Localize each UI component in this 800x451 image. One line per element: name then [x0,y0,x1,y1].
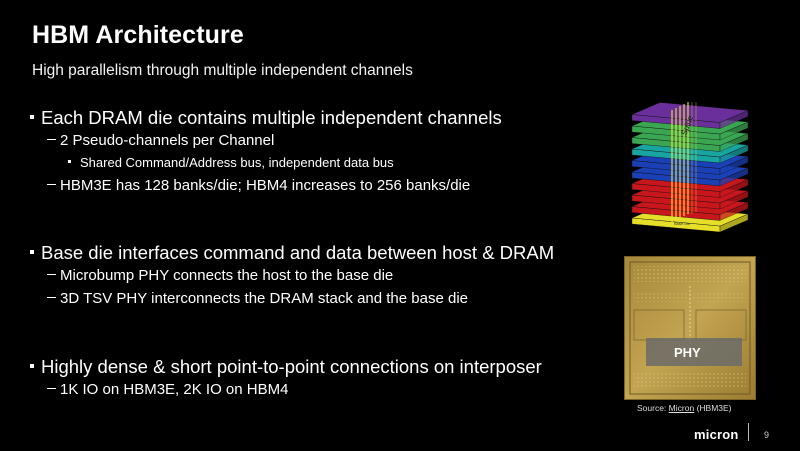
bullet-item: Highly dense & short point-to-point conn… [30,356,542,378]
sub-bullet-item: 1K IO on HBM3E, 2K IO on HBM4 [47,381,288,398]
hbm-stack-image: Spine Base Die [631,102,749,233]
sub-bullet-item: 3D TSV PHY interconnects the DRAM stack … [47,290,468,307]
micron-logo: micron [694,427,739,442]
sub-bullet-text: Microbump PHY connects the host to the b… [60,267,394,284]
page-number: 9 [764,430,770,440]
bullet-marker [68,160,71,164]
sub-sub-bullet-text: Shared Command/Address bus, independent … [80,155,394,170]
phy-label: PHY [674,345,701,360]
sub-sub-bullet-item: Shared Command/Address bus, independent … [68,155,394,170]
dash-marker [47,297,56,298]
bullet-text: Base die interfaces command and data bet… [41,242,555,263]
footer-divider [748,423,749,441]
slide-subtitle: High parallelism through multiple indepe… [32,62,413,79]
dash-marker [47,388,56,389]
base-die-label: Base Die [674,221,691,226]
sub-bullet-text: HBM3E has 128 banks/die; HBM4 increases … [60,177,471,194]
dash-marker [47,139,56,140]
source-suffix: (HBM3E) [696,403,732,413]
base-die-image: PHY [624,256,756,400]
bullet-item: Base die interfaces command and data bet… [30,242,554,264]
sub-bullet-text: 2 Pseudo-channels per Channel [60,132,275,149]
bullet-item: Each DRAM die contains multiple independ… [30,107,502,129]
source-link[interactable]: Micron [668,403,695,413]
bullet-text: Highly dense & short point-to-point conn… [41,356,542,377]
source-prefix: Source: [637,403,667,413]
sub-bullet-item: HBM3E has 128 banks/die; HBM4 increases … [47,177,470,194]
image-source: Source: Micron (HBM3E) [637,403,732,413]
sub-bullet-text: 3D TSV PHY interconnects the DRAM stack … [60,290,468,307]
bullet-text: Each DRAM die contains multiple independ… [41,107,502,128]
slide-title: HBM Architecture [32,21,244,49]
dash-marker [47,274,56,275]
stack-layer [631,102,749,123]
sub-bullet-text: 1K IO on HBM3E, 2K IO on HBM4 [60,381,289,398]
sub-bullet-item: Microbump PHY connects the host to the b… [47,267,393,284]
dash-marker [47,184,56,185]
bullet-marker [30,250,34,255]
bullet-marker [30,364,34,369]
bullet-marker [30,115,34,120]
sub-bullet-item: 2 Pseudo-channels per Channel [47,132,274,149]
